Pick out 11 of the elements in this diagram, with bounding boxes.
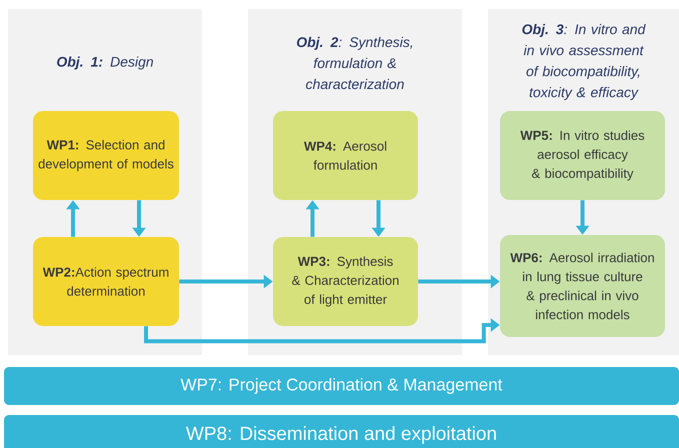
- work-package-box: WP6: Aerosol irradiation in lung tissue culture & preclinical in vivo infection models: [500, 235, 665, 337]
- work-package-band: WP7: Project Coordination & Management: [4, 367, 679, 405]
- column-heading: Obj. 1: Design: [57, 56, 153, 70]
- work-package-box: WP5: In vitro studies aerosol efficacy & biocompatibility: [500, 111, 665, 200]
- work-package-band: WP8: Dissemination and exploitation: [4, 415, 679, 448]
- work-package-box: WP4: Aerosol formulation: [273, 111, 418, 200]
- column-heading: Obj. 2: Synthesis, formulation & characterization: [296, 36, 412, 90]
- work-package-box: WP2:Action spectrum determination: [33, 237, 179, 326]
- work-package-box: WP3: Synthesis & Characterization of light emitter: [273, 237, 418, 326]
- column-heading: Obj. 3: In vitro and in vivo assessment of biocompatibility, toxicity & efficacy: [522, 24, 646, 100]
- work-package-box: WP1: Selection and development of models: [33, 111, 179, 200]
